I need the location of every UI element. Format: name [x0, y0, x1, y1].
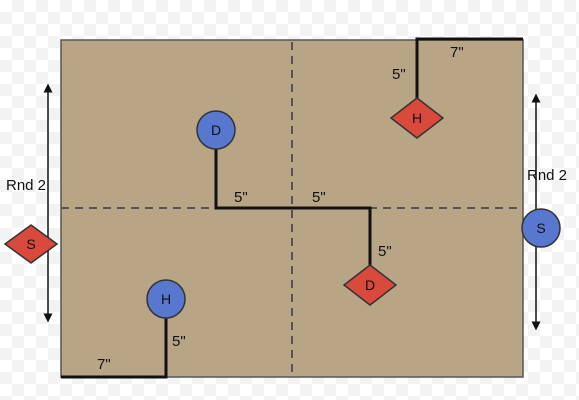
segment-label-top-7: 7"	[450, 44, 464, 61]
marker-blue-h-bottom: H	[146, 279, 186, 319]
marker-label: D	[211, 122, 221, 138]
marker-blue-d-top: D	[196, 110, 236, 150]
rnd-label-left: Rnd 2	[6, 177, 46, 194]
marker-label: H	[412, 110, 422, 126]
marker-red-h-top: H	[389, 97, 445, 139]
segment-label-bottom-5: 5"	[172, 333, 186, 350]
segment-label-mid-5-right: 5"	[312, 189, 326, 206]
segment-label-mid-5-left: 5"	[234, 189, 248, 206]
path-center	[214, 146, 372, 265]
rnd-label-right: Rnd 2	[527, 167, 567, 184]
marker-label: D	[365, 277, 375, 293]
marker-red-d-mid: D	[342, 264, 398, 306]
marker-red-s-left: S	[3, 224, 59, 264]
marker-label: H	[161, 291, 171, 307]
path-top-right	[415, 37, 523, 100]
segment-label-top-5: 5"	[392, 66, 406, 83]
segment-label-bottom-7: 7"	[97, 356, 111, 373]
marker-label: S	[536, 220, 545, 236]
marker-label: S	[26, 236, 35, 252]
path-bottom-left	[61, 310, 168, 379]
segment-label-mid-5-down: 5"	[378, 243, 392, 260]
marker-blue-s-right: S	[521, 208, 561, 248]
